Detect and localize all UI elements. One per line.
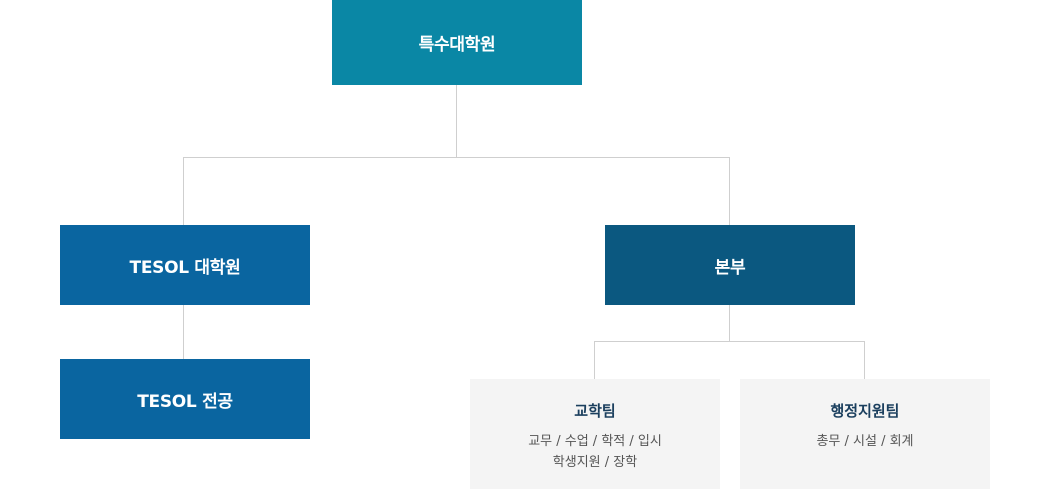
- root-node: 특수대학원: [332, 0, 582, 85]
- connector-line: [594, 341, 865, 342]
- tesol-graduate-node: TESOL 대학원: [60, 225, 310, 305]
- duty-line: 총무 / 시설 / 회계: [816, 434, 914, 449]
- connector-line: [183, 305, 184, 359]
- connector-line: [456, 85, 457, 157]
- headquarters-node: 본부: [605, 225, 855, 305]
- connector-line: [183, 157, 184, 225]
- tesol-major-label: TESOL 전공: [137, 391, 233, 412]
- tesol-graduate-label: TESOL 대학원: [129, 257, 241, 278]
- connector-line: [729, 305, 730, 342]
- academic-affairs-team-title: 교학팀: [574, 402, 616, 420]
- tesol-major-node: TESOL 전공: [60, 359, 310, 439]
- connector-line: [594, 341, 595, 379]
- connector-line: [729, 157, 730, 225]
- duty-line: 교무 / 수업 / 학적 / 입시: [528, 434, 662, 449]
- connector-line: [864, 341, 865, 379]
- academic-affairs-team-card: 교학팀 교무 / 수업 / 학적 / 입시 학생지원 / 장학: [470, 379, 720, 489]
- admin-support-team-title: 행정지원팀: [830, 402, 900, 420]
- root-node-label: 특수대학원: [418, 35, 496, 55]
- duty-line: 학생지원 / 장학: [552, 455, 638, 470]
- admin-support-team-duties: 총무 / 시설 / 회계: [740, 431, 990, 452]
- admin-support-team-card: 행정지원팀 총무 / 시설 / 회계: [740, 379, 990, 489]
- academic-affairs-team-duties: 교무 / 수업 / 학적 / 입시 학생지원 / 장학: [470, 431, 720, 473]
- connector-line: [183, 157, 730, 158]
- headquarters-label: 본부: [714, 257, 746, 278]
